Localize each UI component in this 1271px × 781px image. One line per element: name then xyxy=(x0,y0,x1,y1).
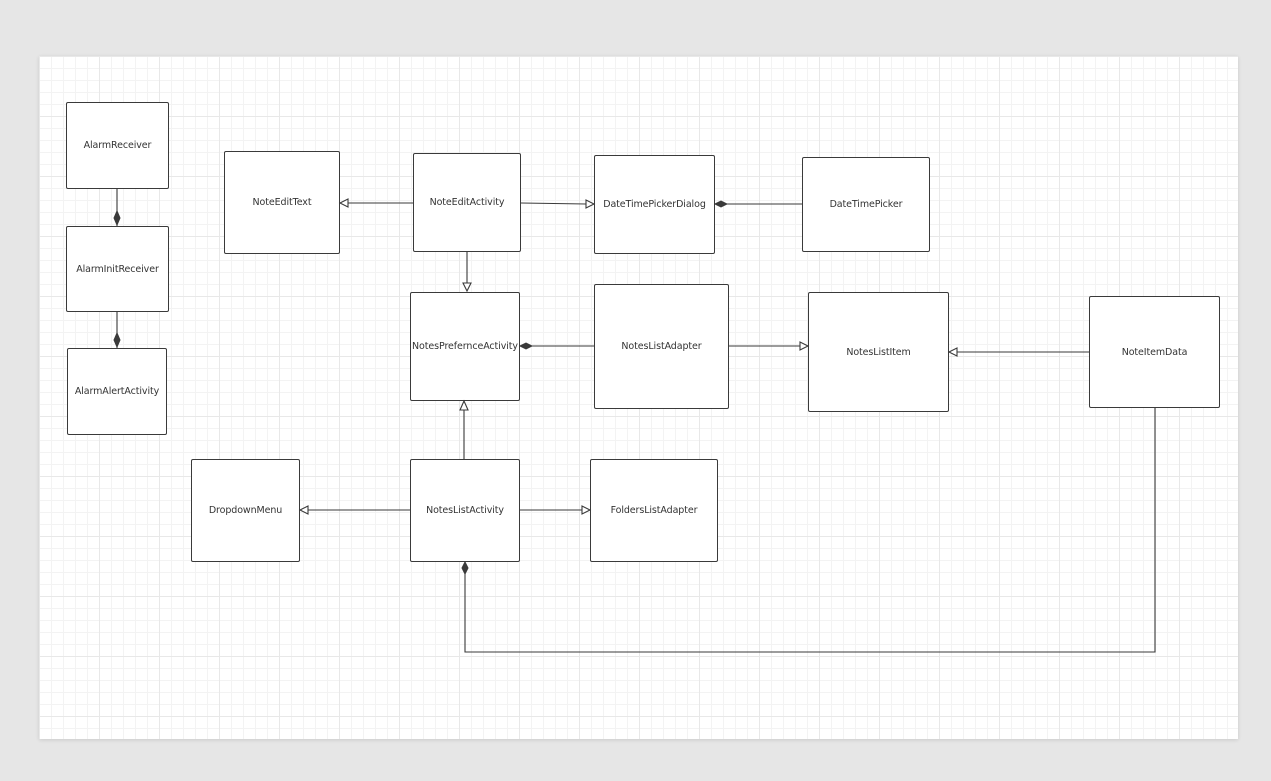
class-label: NoteEditActivity xyxy=(429,197,505,208)
class-label: DropdownMenu xyxy=(208,505,283,516)
class-note-edit-text[interactable]: NoteEditText xyxy=(224,151,340,254)
class-label: NotesListItem xyxy=(846,346,911,358)
class-label: NoteItemData xyxy=(1121,346,1188,358)
class-notes-list-adapter[interactable]: NotesListAdapter xyxy=(594,284,729,409)
class-notes-list-item[interactable]: NotesListItem xyxy=(808,292,949,412)
class-note-edit-activity[interactable]: NoteEditActivity xyxy=(413,153,521,252)
class-date-time-picker-dialog[interactable]: DateTimePickerDialog xyxy=(594,155,715,254)
class-label: AlarmReceiver xyxy=(83,140,152,151)
class-label: NotesListActivity xyxy=(426,505,504,516)
class-label: DateTimePickerDialog xyxy=(603,199,706,210)
class-label: DateTimePicker xyxy=(829,199,903,210)
class-date-time-picker[interactable]: DateTimePicker xyxy=(802,157,930,252)
class-label: NotesPrefernceActivity xyxy=(412,341,518,352)
class-label: AlarmInitReceiver xyxy=(76,263,159,275)
class-dropdown-menu[interactable]: DropdownMenu xyxy=(191,459,300,562)
class-label: NotesListAdapter xyxy=(621,341,702,352)
class-label: AlarmAlertActivity xyxy=(74,386,160,397)
class-notes-list-activity[interactable]: NotesListActivity xyxy=(410,459,520,562)
class-label: FoldersListAdapter xyxy=(610,505,698,516)
class-folders-list-adapter[interactable]: FoldersListAdapter xyxy=(590,459,718,562)
class-note-item-data[interactable]: NoteItemData xyxy=(1089,296,1220,408)
class-label: NoteEditText xyxy=(252,197,312,208)
class-notes-prefernce-activity[interactable]: NotesPrefernceActivity xyxy=(410,292,520,401)
class-alarm-receiver[interactable]: AlarmReceiver xyxy=(66,102,169,189)
class-alarm-alert-activity[interactable]: AlarmAlertActivity xyxy=(67,348,167,435)
class-alarm-init-receiver[interactable]: AlarmInitReceiver xyxy=(66,226,169,312)
